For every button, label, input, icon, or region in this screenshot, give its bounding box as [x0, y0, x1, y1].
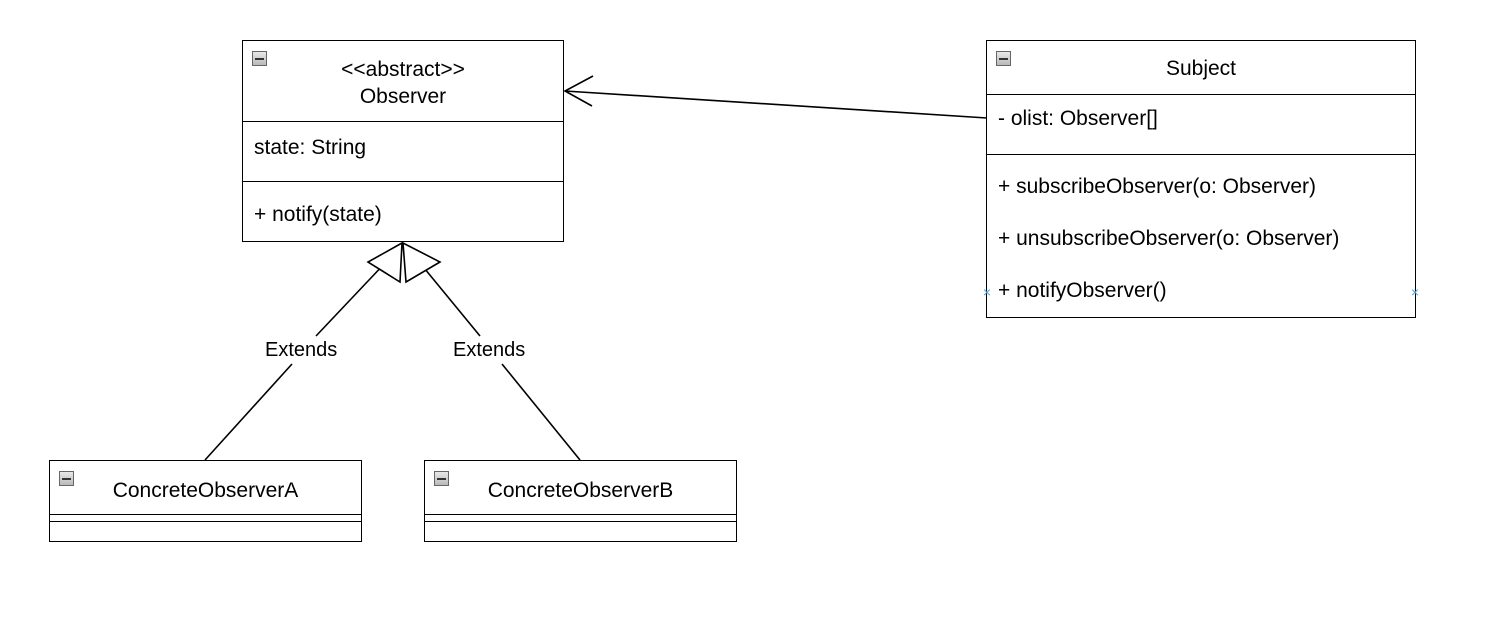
subject-operation[interactable]: + unsubscribeObserver(o: Observer) [998, 227, 1340, 250]
observer-operations: + notify(state) [243, 182, 563, 240]
collapse-icon[interactable] [434, 471, 449, 486]
association-arrowhead [563, 75, 594, 107]
observer-operation[interactable]: + notify(state) [254, 203, 382, 226]
extends-line-a-upper[interactable] [315, 261, 387, 337]
concrete-observer-b-header[interactable]: ConcreteObserverB [425, 461, 736, 514]
subject-attribute[interactable]: - olist: Observer[] [998, 107, 1158, 130]
observer-class-header[interactable]: <<abstract>> Observer [243, 41, 563, 122]
subject-operation[interactable]: + subscribeObserver(o: Observer) [998, 175, 1317, 198]
association-line[interactable] [564, 90, 988, 119]
observer-attributes: state: String [243, 122, 563, 182]
subject-operations: + subscribeObserver(o: Observer) + unsub… [987, 155, 1415, 309]
collapse-icon[interactable] [996, 51, 1011, 66]
subject-attributes: - olist: Observer[] [987, 95, 1415, 155]
subject-class-name: Subject [1165, 57, 1237, 80]
concrete-observer-b-divider [425, 521, 736, 522]
generalization-triangle-b [402, 241, 442, 284]
concrete-observer-a-divider [50, 521, 361, 522]
concrete-observer-a-header[interactable]: ConcreteObserverA [50, 461, 361, 514]
concrete-observer-a-name: ConcreteObserverA [112, 479, 299, 502]
subject-class-header[interactable]: Subject [987, 41, 1415, 95]
extends-line-a[interactable] [204, 363, 293, 461]
extends-label-b[interactable]: Extends [451, 339, 528, 362]
selection-handle-left[interactable]: × [982, 284, 992, 300]
observer-class[interactable]: <<abstract>> Observer state: String + no… [242, 40, 564, 242]
subject-class[interactable]: Subject - olist: Observer[] + subscribeO… [986, 40, 1416, 318]
selection-handle-right[interactable]: × [1410, 284, 1420, 300]
observer-attribute[interactable]: state: String [254, 136, 367, 159]
extends-line-b[interactable] [501, 363, 581, 461]
concrete-observer-b-class[interactable]: ConcreteObserverB [424, 460, 737, 542]
generalization-triangle-a [366, 241, 403, 284]
concrete-observer-b-divider [425, 514, 736, 521]
concrete-observer-a-divider [50, 514, 361, 521]
observer-stereotype: <<abstract>> [341, 58, 465, 81]
extends-label-a[interactable]: Extends [263, 339, 340, 362]
concrete-observer-b-name: ConcreteObserverB [487, 479, 674, 502]
observer-class-name: Observer [359, 85, 447, 108]
collapse-icon[interactable] [59, 471, 74, 486]
subject-operation[interactable]: + notifyObserver() [998, 279, 1167, 302]
collapse-icon[interactable] [252, 51, 267, 66]
extends-line-b-upper[interactable] [419, 262, 481, 337]
concrete-observer-a-class[interactable]: ConcreteObserverA [49, 460, 362, 542]
